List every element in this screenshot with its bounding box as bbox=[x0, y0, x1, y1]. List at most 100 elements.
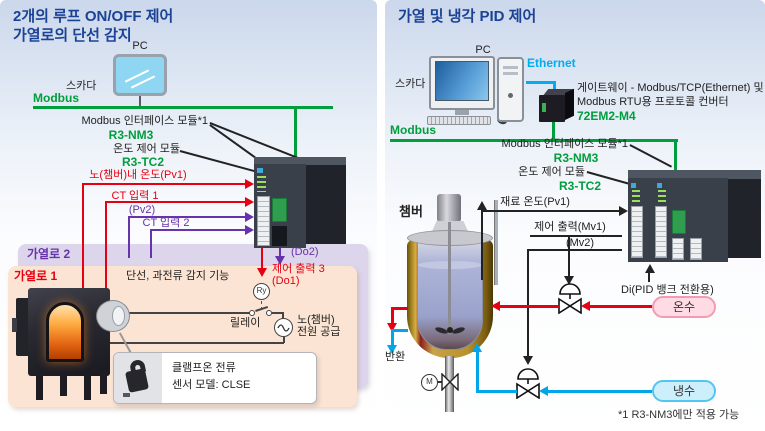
mv1-arrowhead bbox=[564, 276, 574, 285]
module-green-connector bbox=[272, 198, 287, 222]
sensor-callout-box: 클램프온 전류 센서 모델: CLSE bbox=[113, 352, 317, 404]
detection-label: 단선, 과전류 감지 기능 bbox=[126, 270, 230, 282]
gateway-side bbox=[565, 88, 574, 120]
gateway-modbus-drop bbox=[552, 122, 555, 141]
module-chip bbox=[631, 183, 636, 188]
circuit-wire-top bbox=[100, 312, 251, 314]
mv2-line bbox=[527, 249, 622, 251]
return-cold-pipe bbox=[391, 329, 408, 332]
r3-module-side bbox=[728, 174, 761, 258]
left-title-line2: 가열로의 단선 감지 bbox=[13, 27, 132, 44]
furnace-leg bbox=[36, 376, 43, 400]
monitor-stand bbox=[455, 110, 469, 115]
do2-line bbox=[279, 248, 281, 256]
drain-valve-icon bbox=[441, 373, 459, 391]
circuit-wire bbox=[282, 312, 284, 319]
cold-water-arrowhead bbox=[539, 386, 548, 396]
cold-water-pipe bbox=[548, 390, 652, 393]
scada-label: 스카다 bbox=[66, 80, 97, 92]
module-leds bbox=[658, 190, 666, 204]
pc-stem bbox=[139, 96, 141, 107]
contact-dot bbox=[249, 310, 255, 316]
scada-label: 스카다 bbox=[395, 78, 426, 90]
furnace-door-handle bbox=[12, 318, 17, 332]
clamp-sensor-body bbox=[125, 368, 149, 393]
ethernet-drop bbox=[553, 81, 556, 92]
modbus-label: Modbus bbox=[33, 91, 79, 105]
terminal-strip bbox=[672, 238, 684, 260]
module-leds bbox=[257, 176, 266, 192]
impeller-hub bbox=[447, 327, 453, 333]
module-chip bbox=[257, 168, 263, 173]
do1-label-line1: 제어 출력 3 bbox=[272, 263, 325, 275]
pv2-label: (Pv2) bbox=[128, 204, 156, 216]
return-label: 반환 bbox=[385, 351, 406, 363]
sensor-box-line1: 클램프온 전류 bbox=[172, 362, 236, 374]
cold-water-valve-icon bbox=[516, 368, 540, 399]
ct1-line bbox=[105, 201, 245, 203]
ac-source-icon bbox=[274, 318, 293, 337]
contact-dot bbox=[266, 310, 272, 316]
return-hot-drop bbox=[391, 307, 394, 323]
module-chip bbox=[657, 183, 662, 188]
circuit-wire bbox=[272, 312, 283, 314]
module-green-connector bbox=[672, 210, 686, 234]
sensor-photo-area bbox=[114, 353, 162, 403]
pv1-up-arrowhead bbox=[477, 201, 487, 210]
hot-water-box: 온수 bbox=[652, 296, 716, 318]
interface-module-model: R3-NM3 bbox=[553, 151, 599, 165]
hot-water-valve-icon bbox=[558, 283, 582, 314]
furnace-leg bbox=[84, 374, 91, 400]
di-line bbox=[648, 272, 650, 282]
return-hot-arrowhead bbox=[387, 323, 397, 332]
r3-module-top bbox=[628, 170, 761, 179]
keyboard-icon bbox=[427, 116, 491, 125]
tower-slot bbox=[503, 72, 518, 75]
right-panel: 가열 및 냉각 PID 제어 PC 스카다 Ethernet 게이트웨이 - M… bbox=[385, 0, 765, 431]
pv2-drop bbox=[128, 216, 130, 258]
interface-module-label: Modbus 인터페이스 모듈*1 bbox=[501, 138, 628, 150]
return-hot-pipe bbox=[391, 307, 408, 310]
ct-ring-hole bbox=[112, 306, 125, 326]
ct1-label: CT 입력 1 bbox=[111, 190, 159, 202]
pv1-label: 재료 온도(Pv1) bbox=[500, 196, 570, 208]
motor-link bbox=[438, 381, 444, 383]
ethernet-label: Ethernet bbox=[527, 56, 576, 70]
gateway-model: 72EM2-M4 bbox=[577, 109, 636, 123]
relay-link-dashed bbox=[261, 301, 262, 310]
do2-label: (Do2) bbox=[291, 246, 319, 258]
pv1-line bbox=[82, 183, 245, 185]
mv2-arrowhead bbox=[523, 356, 533, 365]
hot-water-arrowhead bbox=[491, 301, 500, 311]
do1-line bbox=[261, 248, 263, 268]
ct2-label: CT 입력 2 bbox=[142, 217, 190, 229]
do2-arrowhead bbox=[275, 256, 285, 265]
circuit-wire-bottom bbox=[100, 342, 284, 344]
pv1-label: 노(챔버)내 온도(Pv1) bbox=[89, 169, 187, 181]
module-lower-block bbox=[272, 226, 287, 246]
cold-water-riser bbox=[476, 352, 479, 393]
gateway-led bbox=[542, 103, 546, 112]
power-label-line2: 전원 공급 bbox=[297, 326, 341, 338]
ethernet-line bbox=[526, 81, 556, 84]
motor-symbol: M bbox=[421, 374, 438, 391]
terminal-strip bbox=[257, 196, 270, 246]
modbus-bus-line bbox=[33, 106, 333, 109]
interface-module-label: Modbus 인터페이스 모듈*1 bbox=[81, 115, 208, 127]
cold-water-box: 냉수 bbox=[652, 380, 716, 402]
temperature-probe bbox=[494, 200, 498, 285]
hot-water-pipe bbox=[500, 305, 560, 308]
left-panel: 2개의 루프 ON/OFF 제어 가열로의 단선 감지 PC 스카다 Modbu… bbox=[0, 0, 377, 431]
temp-module-model: R3-TC2 bbox=[121, 155, 164, 169]
mv2-drop bbox=[527, 249, 529, 358]
pc-label: PC bbox=[132, 40, 148, 52]
agitator-shaft bbox=[448, 222, 451, 334]
gateway-icon bbox=[539, 95, 565, 122]
pv2-line bbox=[128, 216, 245, 218]
pc-label: PC bbox=[475, 44, 491, 56]
modbus-bus-line bbox=[390, 139, 678, 142]
di-label: Di(PID 뱅크 전환용) bbox=[621, 284, 714, 296]
ct2-drop bbox=[150, 229, 152, 258]
circuit-wire bbox=[283, 337, 285, 343]
